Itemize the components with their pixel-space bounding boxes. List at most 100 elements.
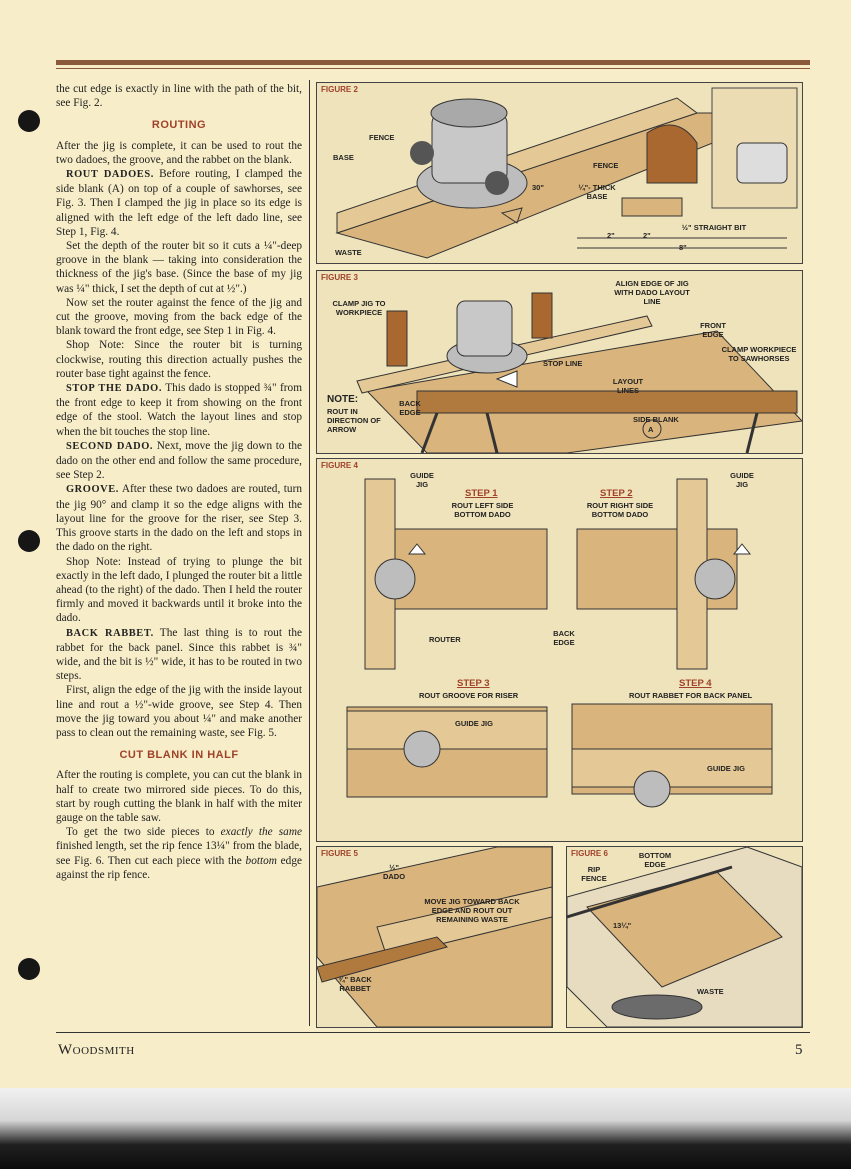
figure-6: FIGURE 6 BOTTOM EDGE RIP FENCE 13¼" WAST… bbox=[566, 846, 803, 1028]
run-in-head: SECOND DADO. bbox=[66, 440, 154, 452]
article-text: the cut edge is exactly in line with the… bbox=[56, 82, 302, 882]
run-in-head: GROOVE. bbox=[66, 484, 119, 496]
text-run: To get the two side pieces to bbox=[66, 826, 221, 839]
paragraph: GROOVE. After these two dadoes are route… bbox=[56, 482, 302, 554]
figure-2-drawing bbox=[335, 87, 798, 259]
footer-rule bbox=[56, 1032, 810, 1033]
figure-title: FIGURE 4 bbox=[321, 461, 358, 470]
figure-4: FIGURE 4 GUIDE JIG GUIDE JIG STEP 1 ROUT… bbox=[316, 458, 803, 842]
label-waste: WASTE bbox=[697, 987, 724, 996]
paragraph: First, align the edge of the jig with th… bbox=[56, 684, 302, 739]
label-base: BASE bbox=[333, 153, 354, 162]
paragraph: Shop Note: Since the router bit is turni… bbox=[56, 339, 302, 380]
label-fence: FENCE bbox=[369, 133, 395, 142]
magazine-page: the cut edge is exactly in line with the… bbox=[0, 0, 851, 1088]
label-bottom-edge: BOTTOM EDGE bbox=[638, 851, 672, 869]
magazine-name: Woodsmith bbox=[58, 1042, 135, 1058]
label-guide-jig: GUIDE JIG bbox=[707, 764, 745, 773]
figure-title: FIGURE 6 bbox=[571, 849, 608, 858]
header-rule bbox=[56, 60, 810, 65]
run-in-head: STOP THE DADO. bbox=[66, 383, 163, 395]
binder-hole bbox=[18, 958, 40, 980]
binder-hole bbox=[18, 530, 40, 552]
paragraph-body: The last thing is to rout the rabbet for… bbox=[56, 626, 302, 683]
binder-hole bbox=[18, 110, 40, 132]
label-back-rabbet: ¾" BACK RABBET bbox=[338, 975, 372, 993]
page-number: 5 bbox=[795, 1042, 803, 1058]
label-clamp-workpiece: CLAMP WORKPIECE TO SAWHORSES bbox=[721, 345, 797, 363]
figure-3-drawing bbox=[356, 292, 802, 453]
paragraph: SECOND DADO. Next, move the jig down to … bbox=[56, 439, 302, 483]
paragraph: ROUT DADOES. Before routing, I clamped t… bbox=[56, 167, 302, 239]
run-in-head: BACK RABBET. bbox=[66, 627, 154, 639]
paragraph-body: After these two dadoes are routed, turn … bbox=[56, 483, 302, 554]
label-move-jig: MOVE JIG TOWARD BACK EDGE AND ROUT OUT R… bbox=[424, 897, 520, 924]
step-2-title: STEP 2 bbox=[600, 488, 633, 499]
step-1-title: STEP 1 bbox=[465, 488, 498, 499]
paragraph: Set the depth of the router bit so it cu… bbox=[56, 240, 302, 295]
text-run-italic: exactly the same bbox=[220, 826, 302, 839]
label-back-edge: BACK EDGE bbox=[553, 629, 575, 647]
text-run: finished length, set the rip fence 13¼" … bbox=[56, 840, 302, 867]
label-guide-jig: GUIDE JIG bbox=[455, 719, 493, 728]
figure-3: FIGURE 3 CLAMP JIG TO WORKPIECE ALIGN ED… bbox=[316, 270, 803, 454]
label-note-title: NOTE: bbox=[327, 394, 359, 405]
label-dimension: 13¼" bbox=[613, 921, 632, 930]
figure-title: FIGURE 5 bbox=[321, 849, 358, 858]
paragraph-body: Next, move the jig down to the dado on t… bbox=[56, 439, 302, 482]
label-fence-detail: FENCE bbox=[593, 161, 619, 170]
label-dado: ½" DADO bbox=[382, 863, 406, 881]
step-4-caption: ROUT RABBET FOR BACK PANEL bbox=[629, 691, 753, 700]
column-divider bbox=[309, 80, 310, 1026]
step-1-caption: ROUT LEFT SIDE BOTTOM DADO bbox=[451, 501, 514, 519]
label-router: ROUTER bbox=[429, 635, 461, 644]
paragraph: Now set the router against the fence of … bbox=[56, 296, 302, 338]
text-run-italic: bottom bbox=[245, 854, 277, 867]
label-dim: 8" bbox=[679, 243, 687, 252]
label-back-edge: BACK EDGE bbox=[399, 399, 421, 417]
figure-title: FIGURE 2 bbox=[321, 85, 358, 94]
run-in-head: ROUT DADOES. bbox=[66, 169, 154, 181]
label-length: 30" bbox=[532, 183, 544, 192]
label-waste: WASTE bbox=[335, 248, 362, 257]
label-rip-fence: RIP FENCE bbox=[581, 865, 607, 883]
step-2-caption: ROUT RIGHT SIDE BOTTOM DADO bbox=[586, 501, 654, 519]
section-heading-routing: ROUTING bbox=[151, 119, 207, 132]
text-run: edge against the rip fence. bbox=[56, 854, 302, 881]
label-clamp-jig: CLAMP JIG TO WORKPIECE bbox=[332, 299, 386, 317]
label-dim: 2" bbox=[607, 231, 615, 240]
step-4-title: STEP 4 bbox=[679, 678, 712, 689]
figure-6-drawing bbox=[567, 847, 802, 1027]
label-side-blank: SIDE BLANK bbox=[633, 415, 679, 424]
step-3-caption: ROUT GROOVE FOR RISER bbox=[419, 691, 519, 700]
figure-4-drawing bbox=[346, 478, 773, 808]
figure-5: FIGURE 5 ½" DADO MOVE JIG TOWARD BACK ED… bbox=[316, 846, 553, 1028]
label-layout-lines: LAYOUT LINES bbox=[612, 377, 644, 395]
figure-5-drawing bbox=[317, 847, 552, 1027]
label-thick-base: ¼"- THICK BASE bbox=[578, 183, 616, 201]
paragraph-body: Before routing, I clamped the side blank… bbox=[56, 168, 302, 238]
paragraph: After the routing is complete, you can c… bbox=[56, 769, 302, 824]
label-part-a: A bbox=[648, 425, 654, 434]
label-guide-jig: GUIDE JIG bbox=[410, 471, 434, 489]
paragraph: To get the two side pieces to exactly th… bbox=[56, 825, 302, 882]
section-heading-cut: CUT BLANK IN HALF bbox=[119, 749, 239, 762]
paragraph: BACK RABBET. The last thing is to rout t… bbox=[56, 626, 302, 684]
label-stop-line: STOP LINE bbox=[543, 359, 583, 368]
label-note: ROUT IN DIRECTION OF ARROW bbox=[327, 407, 381, 434]
paragraph: STOP THE DADO. This dado is stopped ¾" f… bbox=[56, 381, 302, 439]
paragraph-body: This dado is stopped ¾" from the front e… bbox=[56, 382, 302, 438]
label-dim: 2" bbox=[643, 231, 651, 240]
label-guide-jig: GUIDE JIG bbox=[730, 471, 754, 489]
paragraph: the cut edge is exactly in line with the… bbox=[56, 83, 302, 110]
figure-2: FIGURE 2 FENCE BASE WASTE 30" FENCE ¼"- … bbox=[316, 82, 803, 264]
step-3-title: STEP 3 bbox=[457, 678, 490, 689]
label-front-edge: FRONT EDGE bbox=[700, 321, 726, 339]
paragraph: Shop Note: Instead of trying to plunge t… bbox=[56, 555, 302, 625]
header-rule-thin bbox=[56, 68, 810, 69]
label-bit: ½" STRAIGHT BIT bbox=[681, 223, 747, 232]
paragraph: After the jig is complete, it can be use… bbox=[56, 139, 302, 166]
scan-background bbox=[0, 1088, 851, 1169]
label-align-edge: ALIGN EDGE OF JIG WITH DADO LAYOUT LINE bbox=[614, 279, 690, 306]
figure-title: FIGURE 3 bbox=[321, 273, 358, 282]
